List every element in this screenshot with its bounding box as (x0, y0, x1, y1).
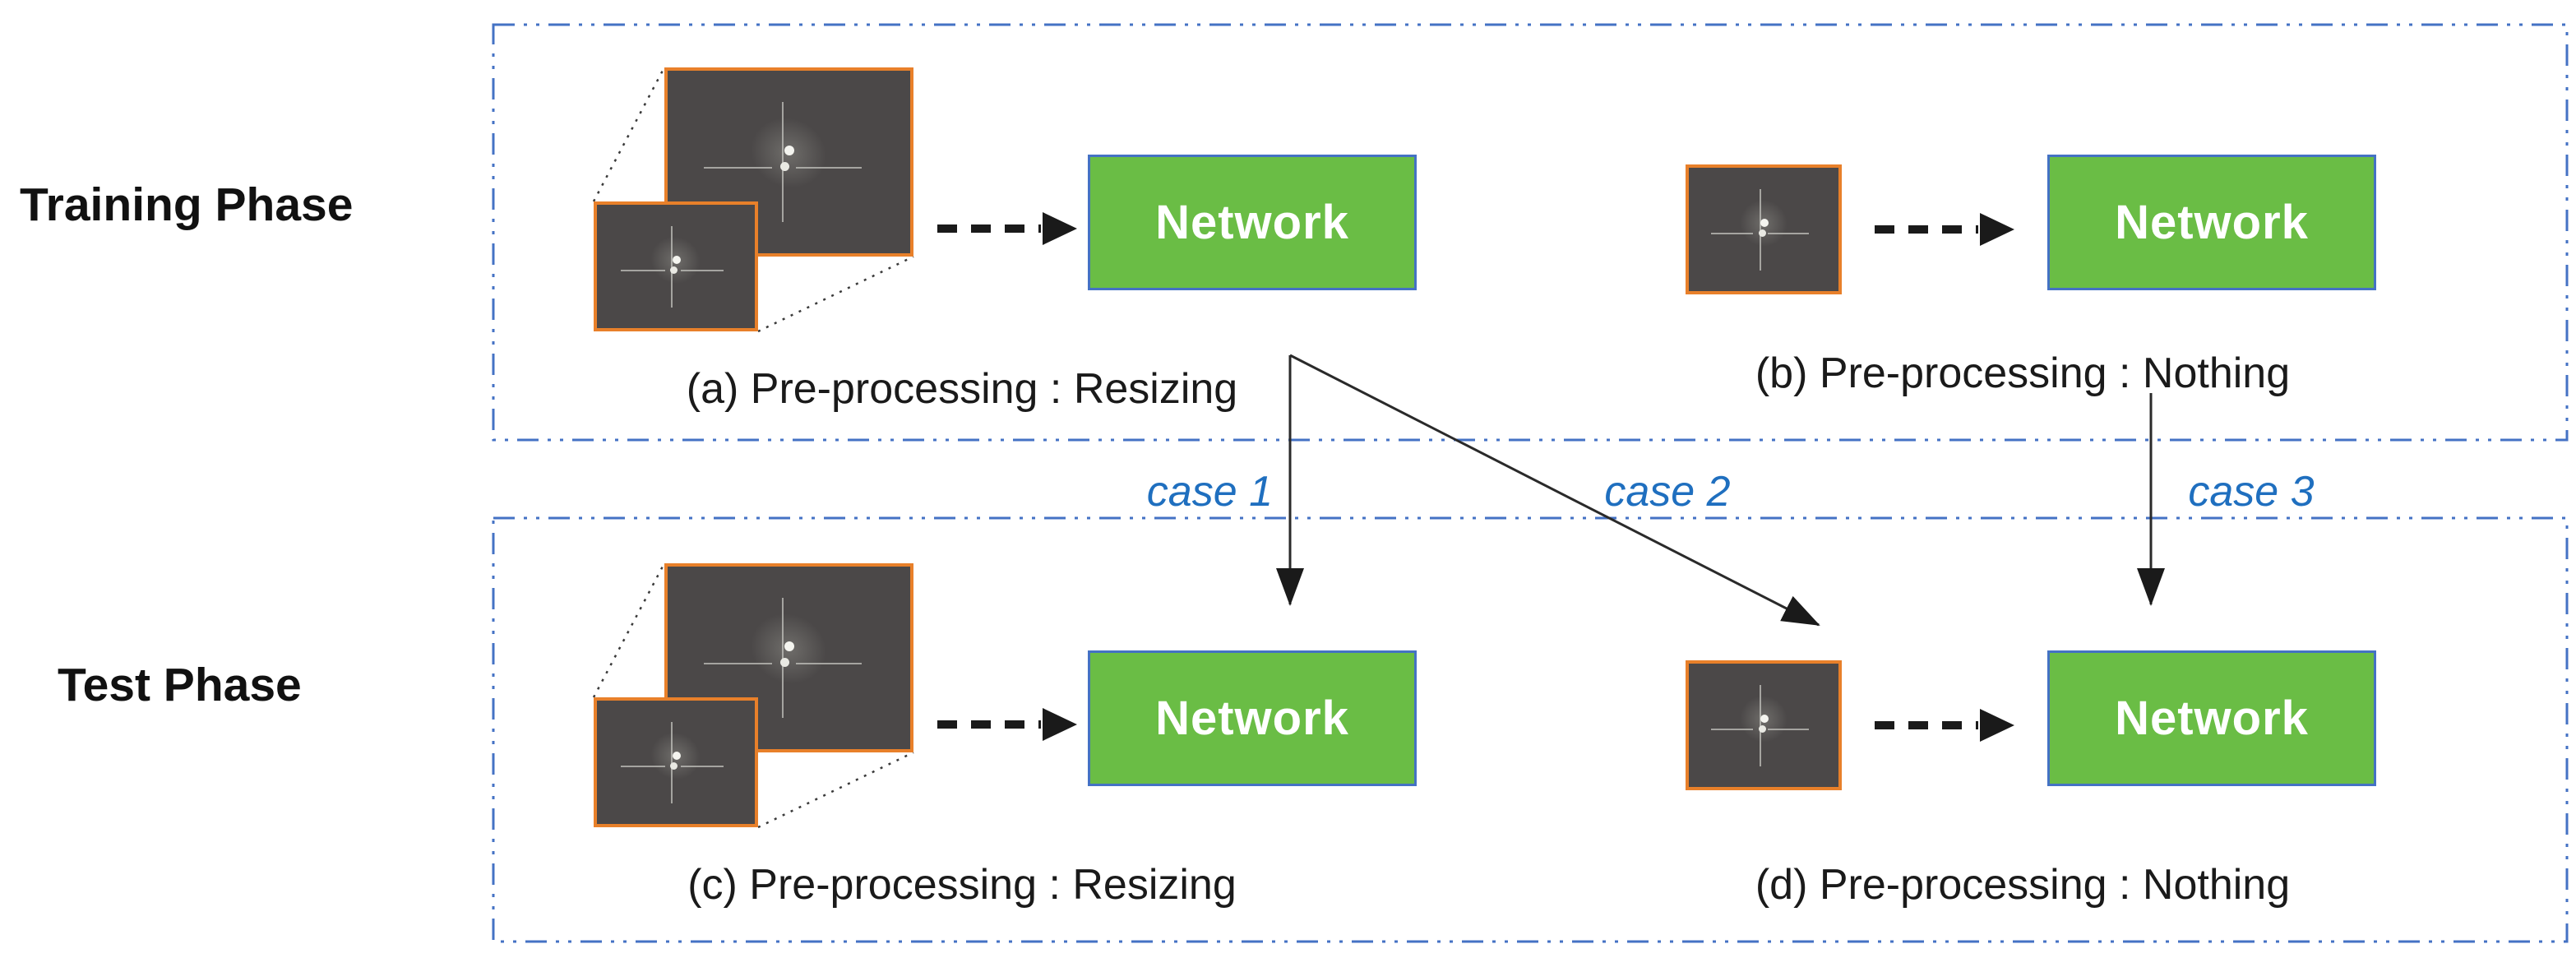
resize-connector-line (757, 751, 914, 829)
crosshair-vertical-line (781, 101, 784, 223)
case-2-arrow (1289, 354, 1820, 627)
test-phase-label: Test Phase (58, 659, 302, 711)
crosshair-horizontal-line (1711, 728, 1754, 730)
target-dot (1760, 714, 1769, 723)
resize-connector-line (592, 562, 666, 698)
case-2-label: case 2 (1604, 468, 1731, 516)
network-box-c: Network (1088, 650, 1417, 786)
dashed-arrowhead-icon (1980, 709, 2014, 742)
target-dot (673, 255, 682, 264)
resize-connector-line (592, 67, 666, 202)
target-dot (1758, 725, 1766, 733)
target-image-d (1686, 660, 1842, 790)
caption-a: (a) Pre-processing : Resizing (686, 365, 1238, 413)
network-box-a: Network (1088, 155, 1417, 290)
crosshair-horizontal-line (1711, 232, 1754, 234)
network-box-label: Network (1155, 196, 1349, 249)
crosshair-horizontal-line (796, 166, 862, 169)
network-box-label: Network (2115, 196, 2309, 249)
target-dot (670, 762, 678, 770)
target-dot (784, 641, 794, 652)
case-3-label: case 3 (2188, 468, 2315, 516)
dashed-arrowhead-icon (1043, 708, 1077, 741)
crosshair-horizontal-line (704, 662, 772, 664)
training-phase-label: Training Phase (20, 178, 354, 231)
resize-connector-line (757, 255, 914, 333)
crosshair-horizontal-line (680, 765, 724, 767)
crosshair-vertical-line (781, 597, 784, 719)
target-dot (780, 658, 790, 667)
crosshair-horizontal-line (1768, 232, 1809, 234)
network-box-b: Network (2047, 155, 2376, 290)
target-image-b (1686, 164, 1842, 294)
network-box-d: Network (2047, 650, 2376, 786)
crosshair-horizontal-line (620, 765, 665, 767)
target-dot (780, 162, 790, 171)
test-phase-box-border (492, 516, 2569, 943)
target-dot (1758, 229, 1766, 237)
network-box-label: Network (1155, 692, 1349, 745)
case-1-label: case 1 (1146, 468, 1273, 516)
crosshair-horizontal-line (680, 269, 724, 271)
crosshair-horizontal-line (704, 166, 772, 169)
dashed-arrowhead-icon (1980, 213, 2014, 246)
target-dot (1760, 218, 1769, 227)
network-box-label: Network (2115, 692, 2309, 745)
crosshair-horizontal-line (796, 662, 862, 664)
target-image-small-a (594, 201, 758, 331)
training-phase-box-border (492, 23, 2569, 442)
caption-b: (b) Pre-processing : Nothing (1755, 349, 2291, 397)
target-image-small-c (594, 697, 758, 827)
caption-c: (c) Pre-processing : Resizing (687, 861, 1237, 909)
crosshair-horizontal-line (620, 269, 665, 271)
target-dot (673, 751, 682, 760)
dashed-arrowhead-icon (1043, 212, 1077, 245)
caption-d: (d) Pre-processing : Nothing (1755, 861, 2291, 909)
target-dot (670, 266, 678, 274)
crosshair-horizontal-line (1768, 728, 1809, 730)
target-dot (784, 146, 794, 156)
